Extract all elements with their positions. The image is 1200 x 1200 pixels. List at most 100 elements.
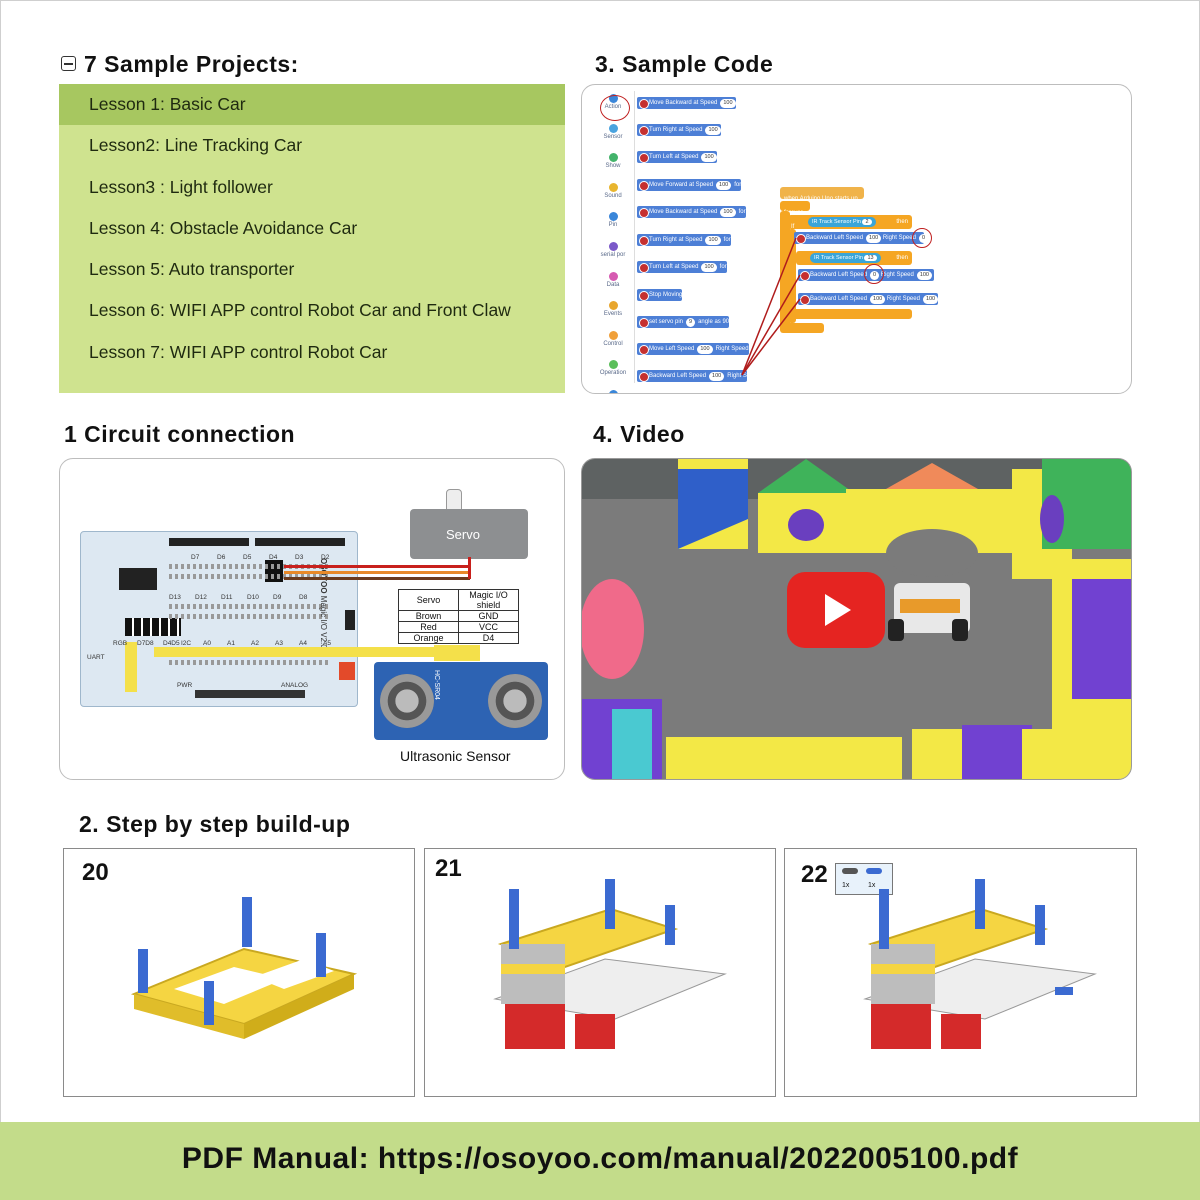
ir-condition[interactable]: IR Track Sensor Pin 13	[810, 253, 881, 263]
block-value[interactable]: 100	[720, 99, 736, 108]
block-value[interactable]: 100	[705, 236, 721, 245]
block-value[interactable]: 100	[716, 181, 732, 190]
block-value[interactable]: 100	[701, 263, 717, 272]
category-item[interactable]: Operation	[594, 360, 632, 387]
highlight-circle	[912, 228, 932, 248]
block-value[interactable]: 100	[922, 295, 939, 304]
cond-pin[interactable]: 2	[862, 219, 872, 225]
block-suffix: for	[738, 209, 746, 215]
block-value[interactable]: 100	[697, 345, 713, 354]
category-item[interactable]: extension	[594, 389, 632, 393]
red-motor	[871, 999, 931, 1049]
if-block[interactable]: IR Track Sensor Pin 13 then	[796, 251, 912, 265]
build-illustration	[130, 897, 358, 1039]
build-step-panel: 21	[424, 848, 776, 1097]
block-label: Turn Left at Speed	[649, 264, 699, 270]
blue-pin	[509, 889, 519, 949]
part-qty: 1x	[868, 882, 876, 889]
sensor-label: Ultrasonic Sensor	[400, 748, 511, 764]
category-item[interactable]: Data	[594, 271, 632, 299]
category-item[interactable]: Sound	[594, 182, 632, 210]
pin-row	[169, 574, 329, 579]
pin-row	[169, 604, 329, 609]
if-block[interactable]: If IR Track Sensor Pin 2 then	[788, 215, 912, 230]
category-label: Operation	[599, 370, 627, 377]
block-value[interactable]: 100	[720, 208, 736, 217]
block-label: Move Backward at Speed	[649, 209, 718, 215]
category-item[interactable]: serial por	[594, 241, 632, 269]
foam-block	[678, 469, 748, 549]
yellow-beam	[501, 964, 565, 974]
foam-roof	[758, 459, 854, 493]
category-item[interactable]: Control	[594, 330, 632, 358]
category-dot-icon	[608, 153, 618, 163]
hat-block[interactable]: when Arduino Uno starts up	[780, 187, 864, 202]
board-pin-label: A2	[251, 640, 259, 647]
category-item[interactable]: Pin	[594, 212, 632, 239]
forever-block[interactable]: forever	[780, 201, 810, 216]
board-pin-label: D4	[269, 554, 278, 561]
palette-block[interactable]: Stop Moving	[637, 289, 683, 301]
block-value[interactable]: 100	[916, 271, 932, 280]
play-button[interactable]	[787, 572, 885, 648]
pin-header	[255, 538, 345, 546]
lesson-item[interactable]: Lesson 1: Basic Car	[59, 84, 565, 126]
block-value[interactable]: 100	[870, 295, 886, 304]
blue-pin	[316, 933, 326, 977]
lesson-item[interactable]: Lesson 6: WIFI APP control Robot Car and…	[89, 300, 511, 321]
block-label: set servo pin	[649, 319, 684, 325]
block-suffix: for	[723, 237, 731, 243]
video-player[interactable]	[581, 458, 1132, 780]
cond-pin[interactable]: 13	[864, 255, 877, 261]
category-item[interactable]: Show	[594, 153, 632, 180]
foam-block	[1022, 729, 1131, 779]
block-value[interactable]: 9	[686, 318, 696, 327]
lesson-item[interactable]: Lesson 5: Auto transporter	[89, 259, 295, 280]
category-dot-icon	[608, 389, 618, 393]
palette-divider	[634, 91, 635, 383]
lesson-item[interactable]: Lesson 4: Obstacle Avoidance Car	[89, 217, 358, 238]
category-dot-icon	[608, 182, 618, 192]
block-suffix: for	[734, 182, 742, 188]
block-suffix: Right S	[727, 373, 747, 379]
blue-pin	[879, 889, 889, 949]
board-pin-label: UART	[87, 654, 105, 661]
lesson-item[interactable]: Lesson2: Line Tracking Car	[89, 135, 303, 156]
block-label: Backward Left Speed	[649, 373, 707, 379]
sensor-connector	[434, 645, 480, 661]
block-label: Move Left Speed	[649, 346, 695, 352]
video-heading: 4. Video	[593, 421, 685, 447]
block-value[interactable]: 100	[709, 372, 725, 381]
collapse-icon[interactable]	[61, 56, 76, 71]
blue-pin	[975, 879, 985, 929]
blue-pin	[1035, 905, 1045, 945]
block-value[interactable]: 100	[705, 126, 721, 135]
yellow-frame-side	[134, 994, 244, 1039]
category-item[interactable]: Events	[594, 301, 632, 328]
ir-condition[interactable]: IR Track Sensor Pin 2	[808, 217, 876, 227]
lesson-item[interactable]: Lesson 7: WIFI APP control Robot Car	[89, 341, 388, 362]
hat-label: when Arduino Uno starts up	[784, 196, 858, 202]
category-item[interactable]: Sensor	[594, 123, 632, 151]
brown-wire	[284, 577, 470, 580]
block-value[interactable]: 100	[866, 234, 882, 243]
pdf-manual-link[interactable]: PDF Manual: https://osoyoo.com/manual/20…	[0, 1122, 1200, 1200]
red-motor	[575, 1014, 615, 1049]
block-value[interactable]: 100	[701, 153, 717, 162]
build-illustration	[493, 879, 727, 1049]
lesson-item[interactable]: Lesson3 : Light follower	[89, 176, 273, 197]
